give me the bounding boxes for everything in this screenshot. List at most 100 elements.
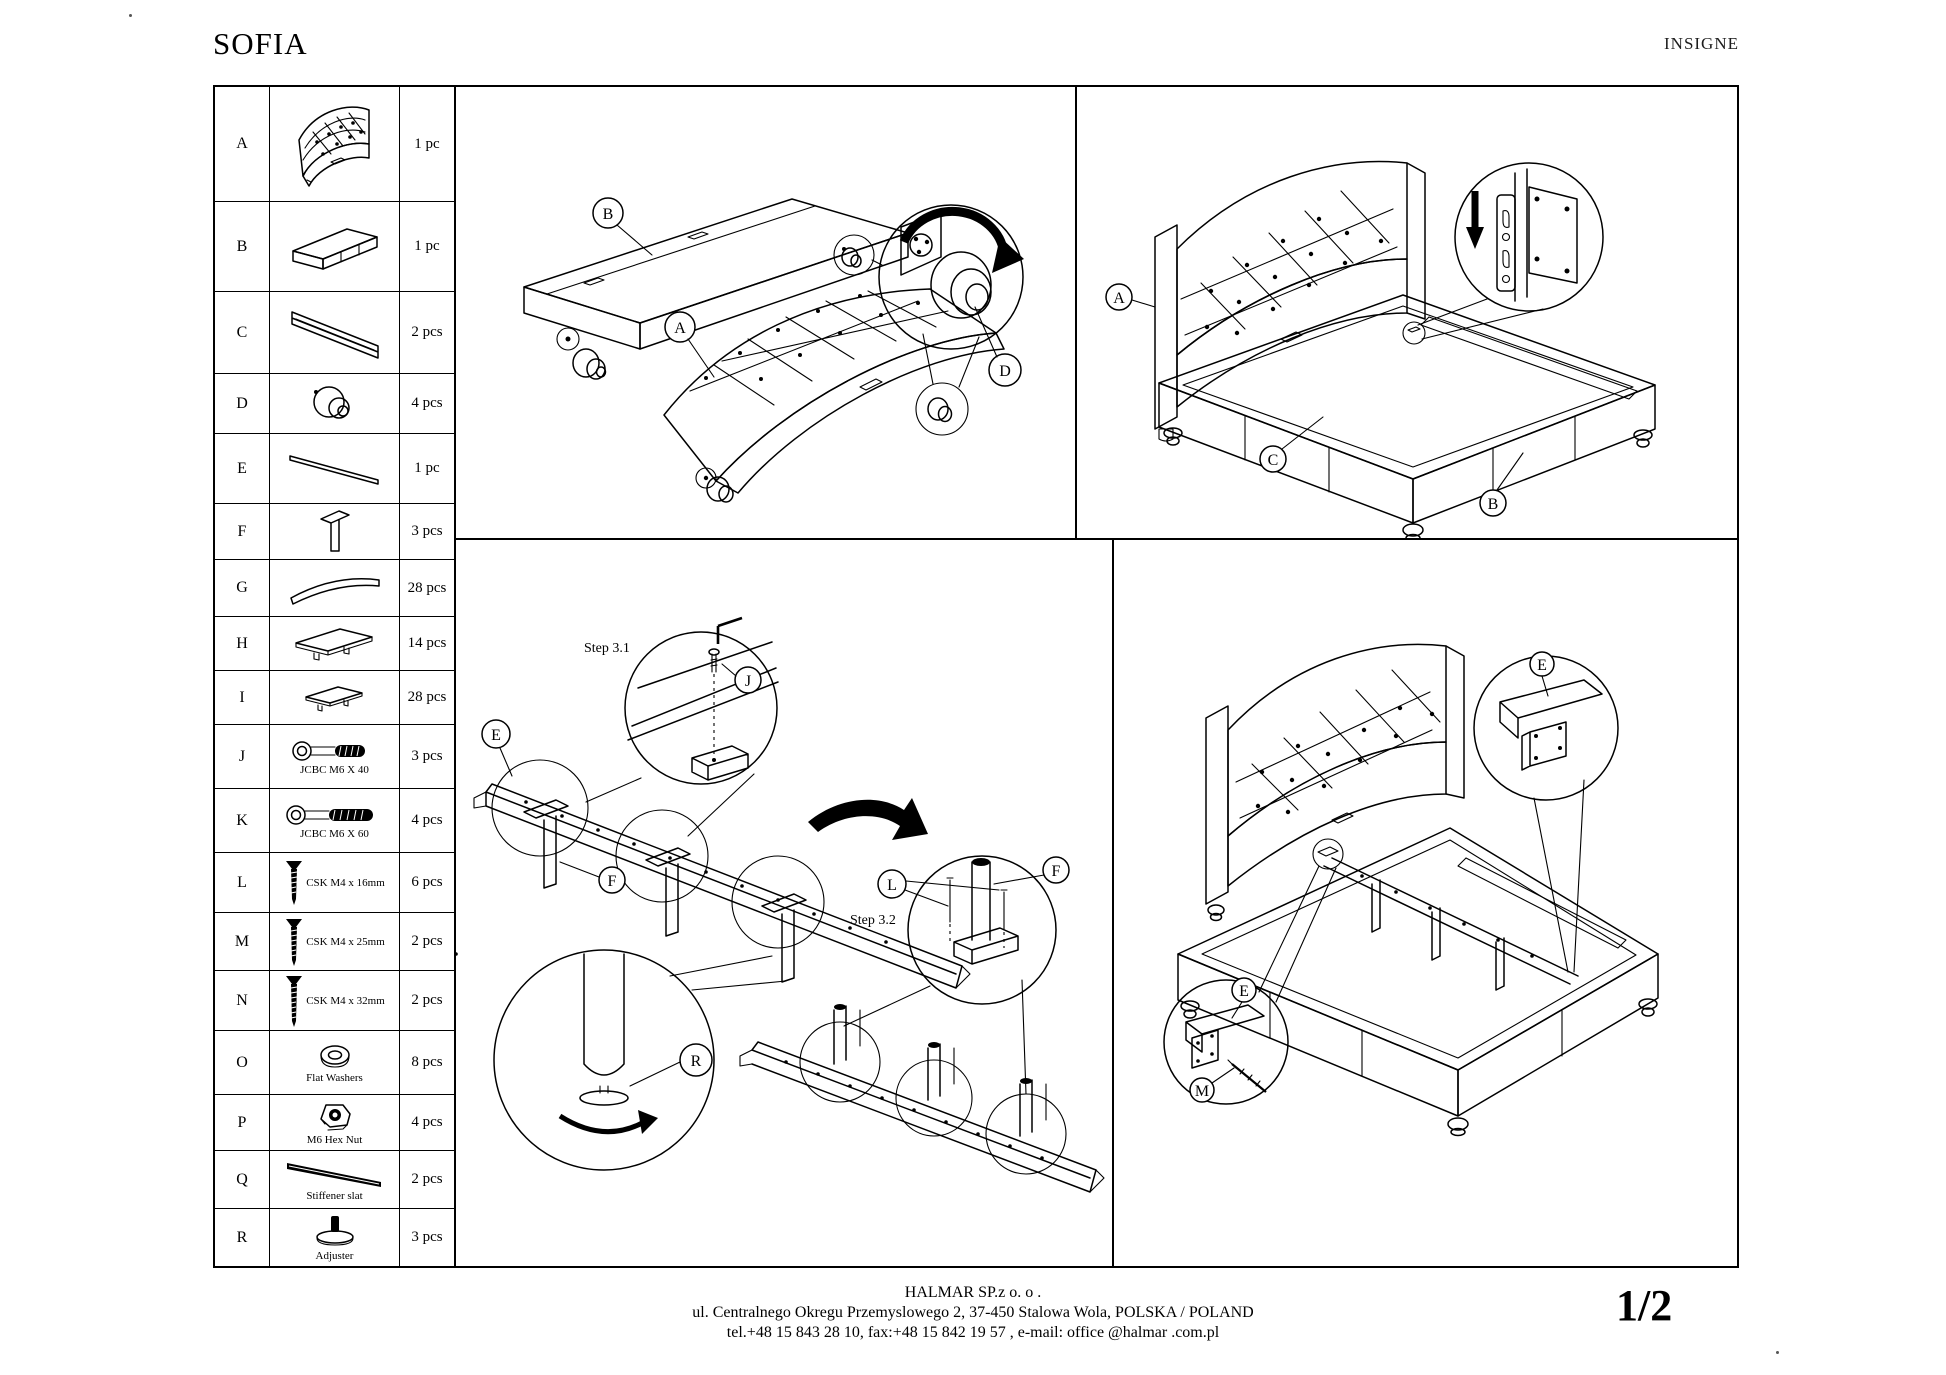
label-L: L: [877, 869, 1000, 907]
part-qty: 3 pcs: [411, 523, 443, 539]
part-qty: 28 pcs: [407, 579, 447, 596]
step-31-title: Step 3.1: [584, 641, 630, 656]
screw-csk16-icon: [286, 860, 303, 905]
brand-name: INSIGNE: [1664, 34, 1739, 53]
center-rail-icon: [288, 454, 379, 485]
part-letter: K: [215, 789, 270, 852]
part-qty: 6 pcs: [411, 874, 443, 890]
diagram-step-4: E E: [1114, 540, 1737, 1266]
part-qty: 1 pc: [414, 460, 440, 476]
svg-text:L: L: [887, 877, 897, 894]
screw-csk25-icon: [286, 918, 303, 966]
table-row: N CSK M4 x 32mm 2 pcs: [215, 971, 454, 1031]
bed-base-drawing: [1158, 294, 1656, 538]
part-qty: 3 pcs: [411, 1229, 443, 1245]
label-R: R: [629, 1043, 713, 1087]
label-B: B: [592, 197, 653, 256]
rail-with-legs-assembly: [739, 1004, 1105, 1193]
footer-contact: tel.+48 15 843 28 10, fax:+48 15 842 19 …: [726, 1324, 1220, 1341]
part-letter: J: [215, 725, 270, 788]
next-step-arrow: [808, 798, 928, 840]
table-row: L CSK M4 x 16mm 6 pcs: [215, 853, 454, 913]
headboard-drawing: [1205, 643, 1465, 922]
part-qty: 2 pcs: [411, 992, 443, 1008]
footer-address: ul. Centralnego Okregu Przemyslowego 2, …: [692, 1304, 1254, 1321]
svg-text:B: B: [1488, 496, 1499, 513]
label-A: A: [1105, 283, 1156, 311]
diagram-step-1: B A D: [456, 87, 1077, 540]
bracket-detail-circle: [1417, 162, 1604, 340]
rotation-arrowhead: [992, 237, 1024, 273]
table-row: O Flat Washers 8 pcs: [215, 1031, 454, 1095]
part-letter: D: [215, 374, 270, 433]
label-C: C: [1259, 416, 1324, 473]
part-letter: Q: [215, 1151, 270, 1208]
part-spec-label: CSK M4 x 25mm: [306, 935, 385, 948]
parts-table: A 1 pc B: [215, 87, 456, 1266]
part-spec-label: JCBC M6 X 60: [300, 827, 369, 840]
content-frame: A 1 pc B: [213, 85, 1739, 1268]
svg-text:J: J: [745, 673, 751, 690]
adjuster-foot-icon: [315, 1215, 354, 1246]
table-row: I 28 pcs: [215, 671, 454, 725]
label-F: F: [559, 861, 626, 894]
part-letter: A: [215, 87, 270, 201]
wheel-detail-circle: [878, 204, 1024, 388]
leg-screw-detail-circle: [843, 855, 1057, 1095]
part-letter: R: [215, 1209, 270, 1266]
part-letter: P: [215, 1095, 270, 1150]
footer: HALMAR SP.z o. o . ul. Centralnego Okreg…: [0, 1283, 1946, 1343]
bed-base-drawing: [1177, 827, 1659, 1137]
adjuster-detail-circle: [493, 949, 787, 1171]
center-rail-assembly: [456, 759, 971, 989]
stiffener-slat-icon: [286, 1162, 381, 1187]
part-qty: 8 pcs: [411, 1054, 443, 1070]
page-title: SOFIA: [213, 26, 308, 61]
scan-artifact-dot: [1776, 1351, 1779, 1354]
part-letter: I: [215, 671, 270, 724]
part-spec-label: M6 Hex Nut: [306, 1133, 363, 1146]
side-rail-icon: [290, 310, 379, 359]
table-row: E 1 pc: [215, 434, 454, 504]
part-letter: G: [215, 560, 270, 616]
scan-artifact-dot: [129, 14, 132, 17]
svg-text:A: A: [1113, 290, 1125, 307]
curved-slat-icon: [289, 578, 380, 605]
part-qty: 1 pc: [414, 135, 440, 152]
flat-washer-icon: [319, 1044, 350, 1068]
headboard-drawing: [1154, 160, 1426, 442]
svg-text:E: E: [1239, 983, 1249, 1000]
part-letter: M: [215, 913, 270, 970]
svg-text:R: R: [691, 1053, 702, 1070]
part-letter: O: [215, 1031, 270, 1094]
page-number: 1/2: [1616, 1281, 1673, 1330]
part-qty: 1 pc: [414, 238, 440, 254]
part-qty: 2 pcs: [411, 933, 443, 949]
bracket-location-callout: [1402, 321, 1426, 345]
label-D: D: [974, 306, 1022, 387]
bolt-m6x40-icon: [291, 740, 365, 761]
svg-text:E: E: [1537, 657, 1547, 674]
svg-text:A: A: [674, 320, 686, 337]
slat-holder-single-icon: [304, 685, 363, 712]
part-qty: 2 pcs: [411, 1171, 443, 1187]
label-F2: F: [993, 856, 1070, 885]
table-row: A 1 pc: [215, 87, 454, 202]
label-J: J: [721, 663, 762, 694]
part-qty: 4 pcs: [411, 1114, 443, 1130]
svg-text:F: F: [608, 873, 617, 890]
part-spec-label: CSK M4 x 32mm: [306, 994, 385, 1007]
label-M: M: [1189, 1067, 1235, 1103]
rail-end-detail-circle: [1163, 979, 1289, 1105]
svg-text:D: D: [999, 363, 1011, 380]
part-qty: 2 pcs: [411, 324, 443, 340]
slat-holder-double-icon: [294, 627, 373, 661]
part-qty: 4 pcs: [411, 812, 443, 828]
part-qty: 4 pcs: [411, 395, 443, 411]
svg-text:C: C: [1268, 452, 1279, 469]
footboard-drawing: [523, 198, 909, 380]
castor-wheel-icon: [312, 385, 350, 419]
label-E-left: E: [1231, 977, 1257, 1019]
label-E: E: [481, 719, 513, 777]
diagram-step-3: Step 3.1 J: [456, 540, 1114, 1266]
